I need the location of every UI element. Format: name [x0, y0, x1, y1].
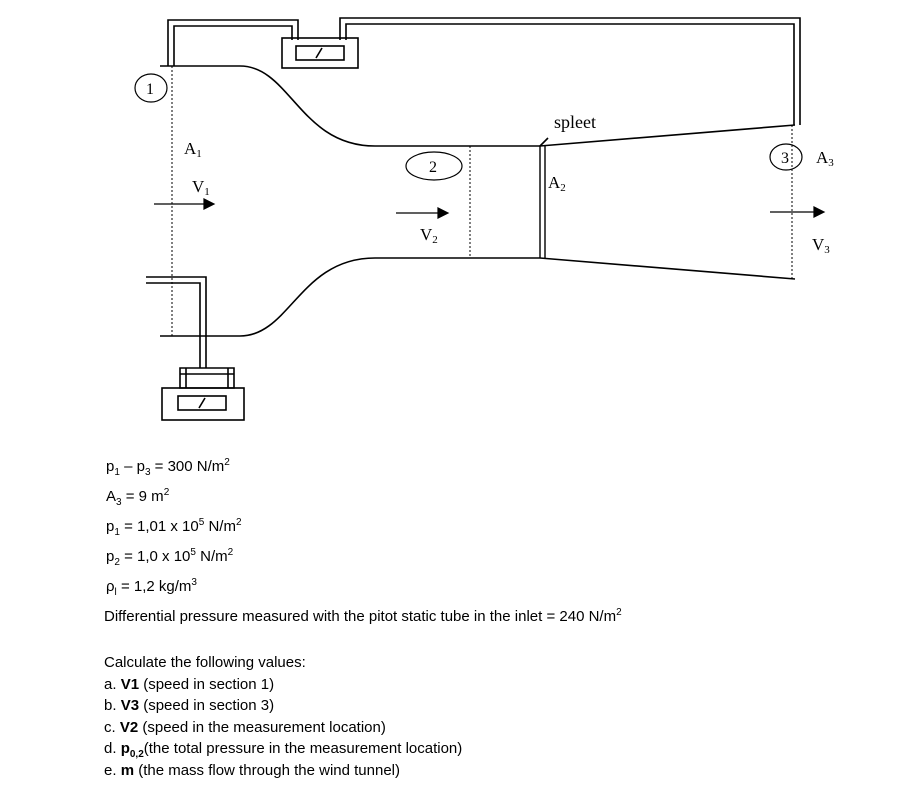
wind-tunnel-diagram: 1 2 3 A1 V1 V2 A2 A3 V3 spleet: [134, 17, 834, 421]
pitot-note: Differential pressure measured with the …: [104, 607, 622, 626]
label-slit: spleet: [554, 112, 596, 132]
given-p1-p3: p1 – p3 = 300 N/m2: [106, 457, 230, 478]
question-e: e. m (the mass flow through the wind tun…: [104, 761, 401, 779]
bottom-pipe: [146, 276, 207, 368]
label-V2: V2: [420, 225, 438, 246]
pressure-gauge-icon-top: [281, 37, 359, 69]
top-wall: [167, 19, 299, 66]
section-3-marker: [769, 143, 803, 171]
question-b: b. V3 (speed in section 3): [104, 697, 275, 714]
upper-contour: [160, 65, 796, 147]
pressure-gauge-icon-bottom: [161, 387, 245, 421]
label-A1: A1: [184, 139, 202, 160]
section-2-label: 2: [429, 159, 437, 176]
section-3-label: 3: [781, 150, 789, 167]
label-A3: A3: [816, 148, 834, 169]
flow-arrow-icon-2: [437, 207, 450, 219]
label-A2: A2: [548, 173, 566, 194]
given-A3: A3 = 9 m2: [106, 487, 170, 508]
flow-arrow-icon-1: [203, 198, 216, 210]
label-V3: V3: [812, 235, 830, 256]
questions: Calculate the following values: a. V1 (s…: [104, 652, 462, 781]
flow-arrow-icon-3: [813, 206, 826, 218]
given-p1: p1 = 1,01 x 105 N/m2: [106, 517, 242, 538]
question-d: d. p0,2(the total pressure in the measur…: [104, 740, 463, 760]
section-1-label: 1: [146, 81, 154, 98]
section-2-marker: [405, 151, 463, 181]
given-values: p1 – p3 = 300 N/m2 A3 = 9 m2 p1 = 1,01 x…: [106, 456, 242, 606]
questions-intro: Calculate the following values:: [104, 654, 306, 671]
section-1-marker: [134, 73, 168, 103]
top-wall-right: [339, 17, 801, 125]
lower-contour: [160, 257, 796, 337]
label-V1: V1: [192, 177, 210, 198]
given-density: ρl = 1,2 kg/m3: [106, 577, 197, 598]
question-a: a. V1 (speed in section 1): [104, 675, 275, 693]
given-p2: p2 = 1,0 x 105 N/m2: [106, 547, 234, 568]
question-c: c. V2 (speed in the measurement location…: [104, 718, 386, 736]
